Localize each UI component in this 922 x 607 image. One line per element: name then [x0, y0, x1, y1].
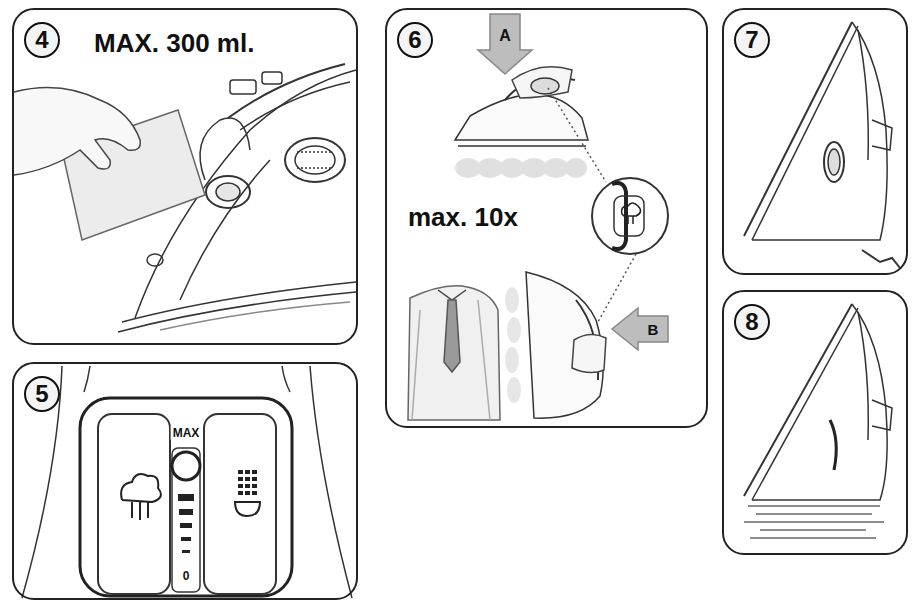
step-number: 5: [24, 376, 60, 412]
step-panel: 8: [722, 290, 908, 555]
step-number: 4: [24, 22, 60, 58]
iron-standing-illustration: [744, 22, 900, 268]
step-number: 6: [397, 22, 433, 58]
part-label: 0: [181, 569, 192, 583]
step-panel: 6 max. 10x: [385, 8, 708, 428]
step-panel: 7: [722, 8, 908, 275]
step-heading: MAX. 300 ml.: [94, 28, 254, 59]
iron-steaming-illustration: [744, 304, 892, 538]
control-panel-illustration: [22, 366, 352, 598]
step-number: 7: [734, 22, 770, 58]
step-heading: max. 10x: [408, 202, 518, 233]
part-label: MAX: [171, 426, 202, 440]
step-panel: 5: [12, 362, 358, 600]
step-number: 8: [734, 304, 770, 340]
fill-illustration: [14, 64, 356, 332]
part-label: A: [499, 27, 511, 45]
step-panel: 4 MAX. 300 ml.: [12, 8, 358, 345]
steam-illustration: [408, 14, 668, 420]
part-label: B: [648, 321, 659, 338]
